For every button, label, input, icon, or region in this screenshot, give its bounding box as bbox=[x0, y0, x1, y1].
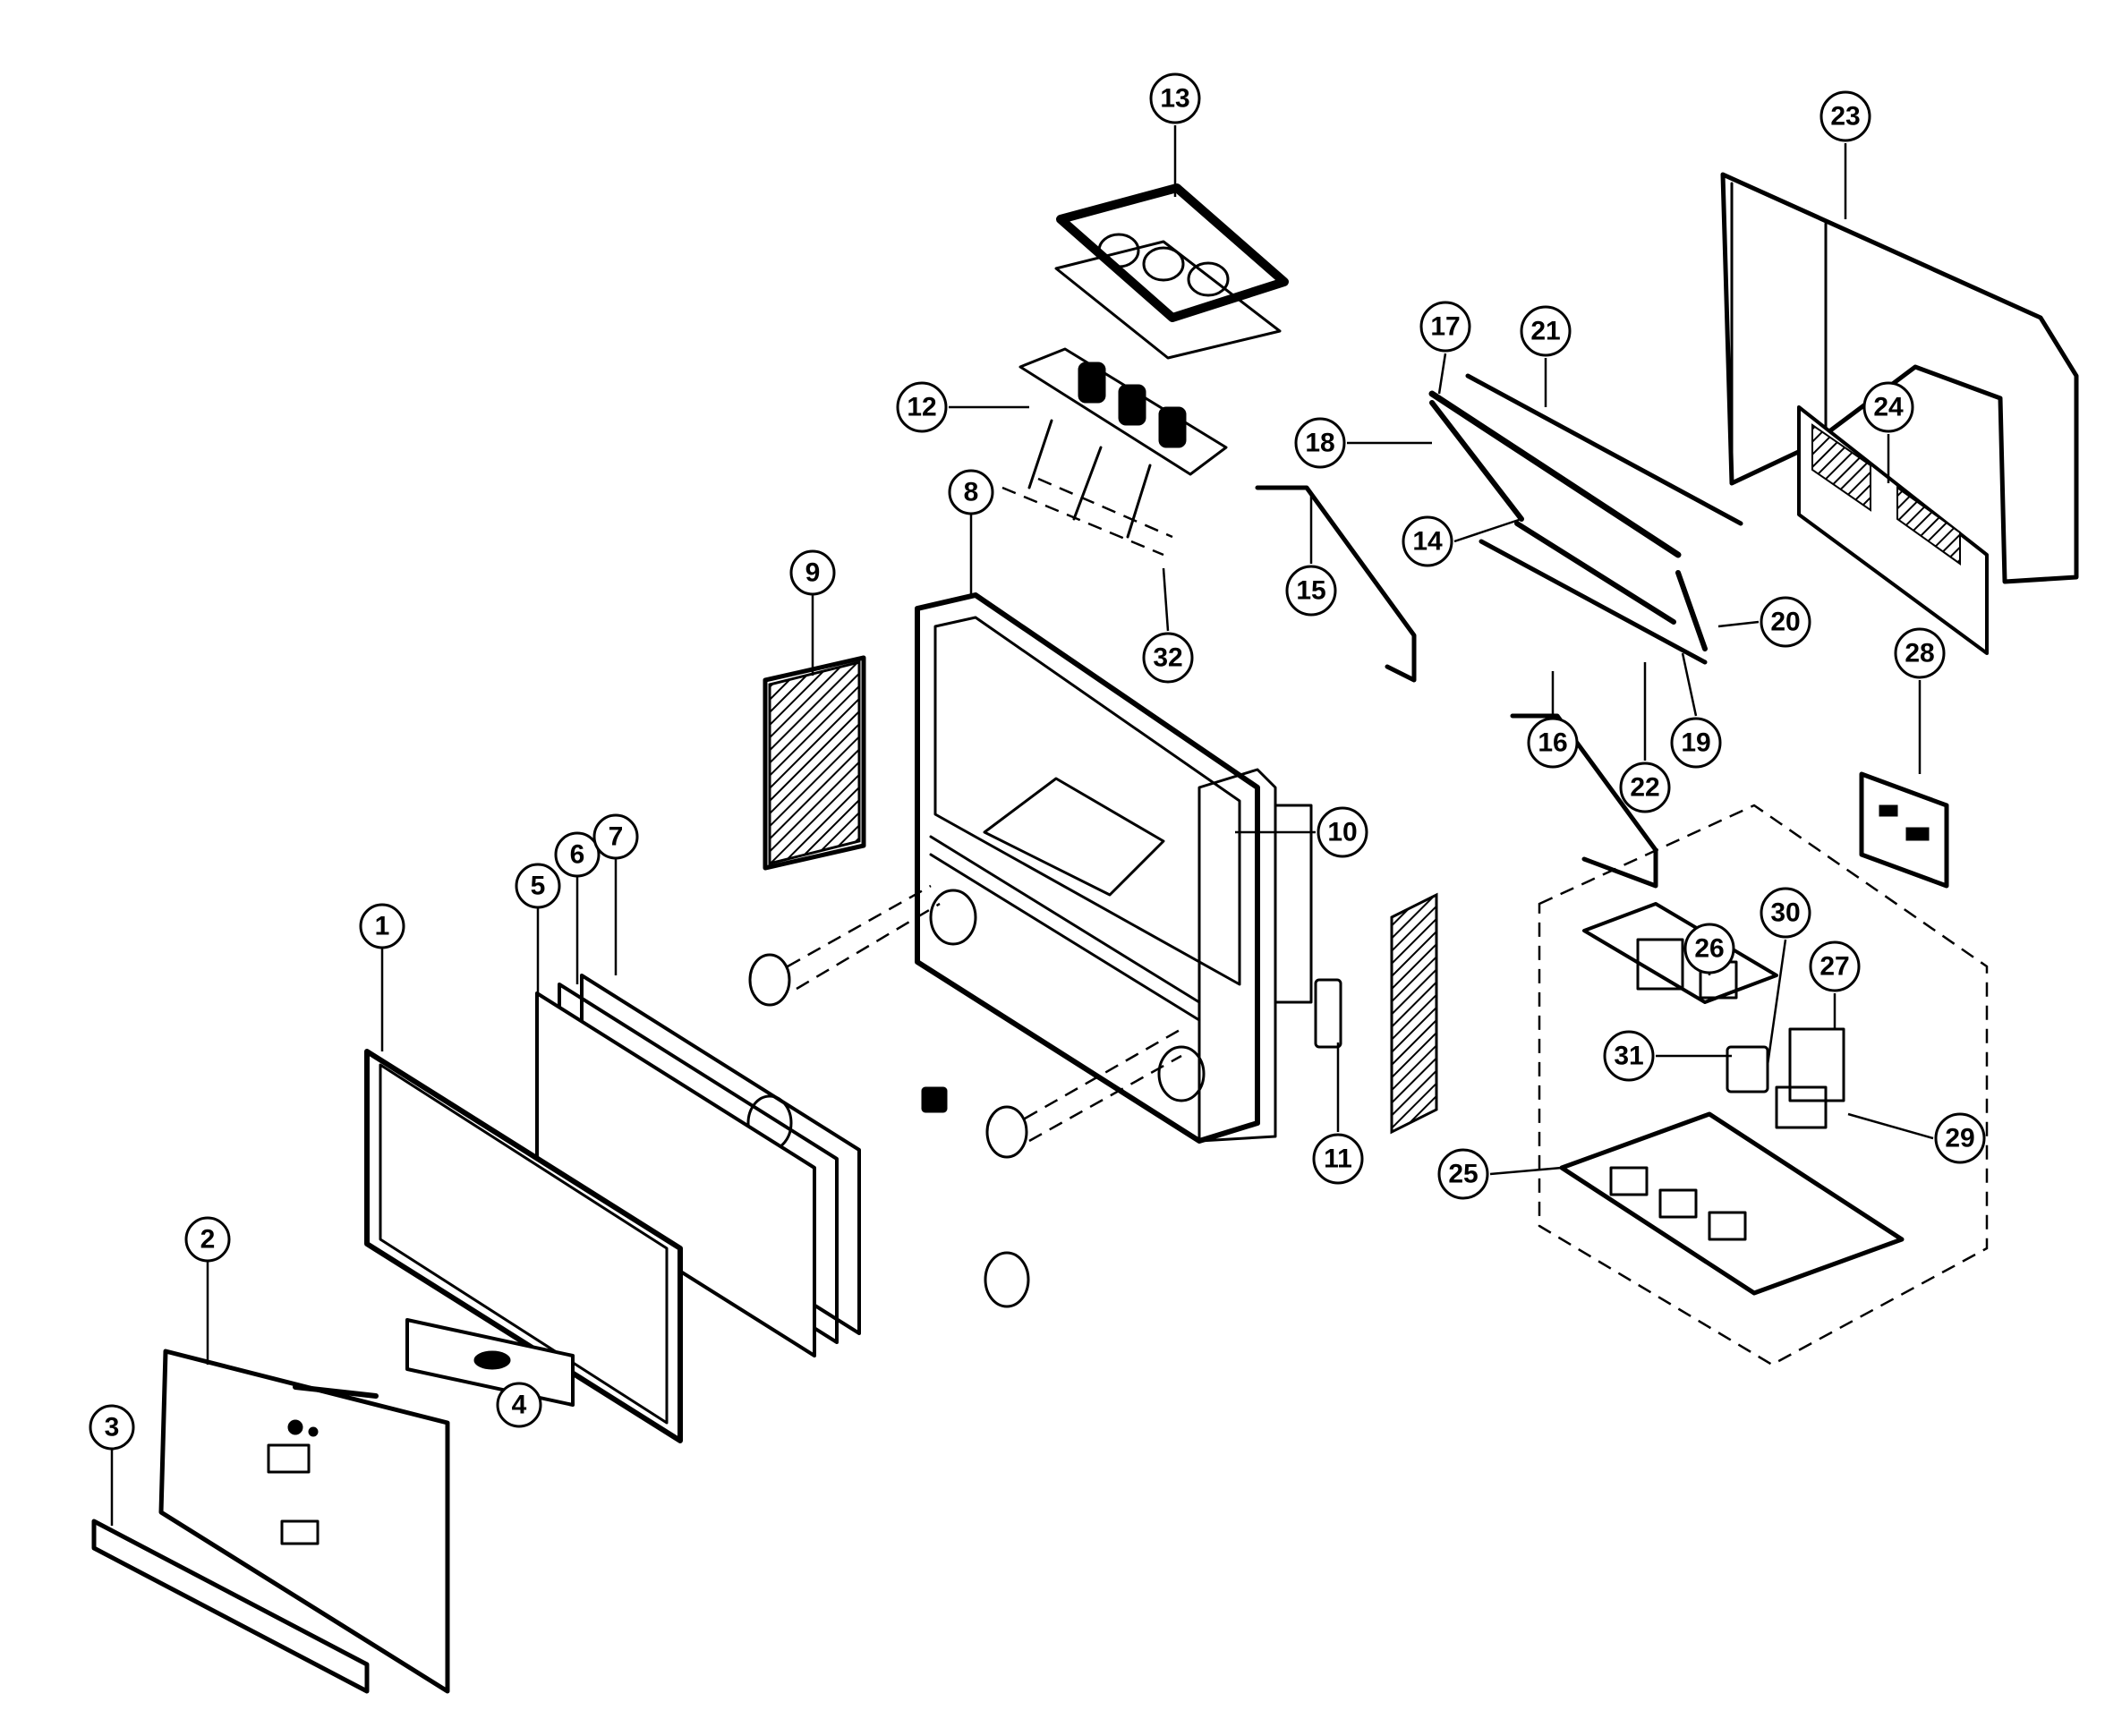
part-01-front-frame bbox=[364, 1049, 683, 1443]
mirror-frame-assembly bbox=[1428, 373, 1743, 665]
part-08-cabinet bbox=[915, 592, 1313, 1144]
svg-text:3: 3 bbox=[105, 1413, 120, 1442]
svg-text:27: 27 bbox=[1819, 952, 1849, 982]
callout-24: 24 bbox=[1862, 381, 1914, 433]
callout-15: 15 bbox=[1285, 565, 1337, 617]
svg-text:30: 30 bbox=[1770, 898, 1800, 928]
part-28-module bbox=[1859, 771, 1949, 889]
svg-text:5: 5 bbox=[531, 872, 546, 901]
svg-text:15: 15 bbox=[1296, 576, 1325, 606]
svg-text:18: 18 bbox=[1305, 429, 1334, 458]
part-05-screen bbox=[535, 991, 816, 1357]
svg-text:24: 24 bbox=[1873, 393, 1904, 422]
callout-21: 21 bbox=[1520, 305, 1572, 357]
callout-28: 28 bbox=[1894, 627, 1946, 679]
callout-31: 31 bbox=[1603, 1030, 1655, 1082]
callout-7: 7 bbox=[592, 813, 639, 860]
svg-text:19: 19 bbox=[1681, 728, 1710, 758]
svg-text:7: 7 bbox=[609, 822, 624, 852]
svg-text:26: 26 bbox=[1694, 934, 1724, 964]
callout-22: 22 bbox=[1619, 762, 1671, 813]
svg-text:9: 9 bbox=[805, 558, 821, 588]
svg-text:4: 4 bbox=[512, 1391, 527, 1420]
callout-6: 6 bbox=[554, 831, 601, 878]
svg-text:12: 12 bbox=[907, 393, 936, 422]
part-04-control-strip bbox=[405, 1318, 575, 1407]
callout-25: 25 bbox=[1437, 1148, 1489, 1200]
callout-11: 11 bbox=[1312, 1133, 1364, 1185]
svg-text:29: 29 bbox=[1945, 1124, 1974, 1153]
callout-8: 8 bbox=[948, 469, 994, 515]
callout-10: 10 bbox=[1317, 806, 1368, 858]
callout-3: 3 bbox=[89, 1404, 135, 1451]
svg-text:16: 16 bbox=[1538, 728, 1567, 758]
callout-27: 27 bbox=[1809, 940, 1861, 992]
callout-18: 18 bbox=[1294, 417, 1346, 469]
callout-2: 2 bbox=[184, 1216, 231, 1263]
callout-1: 1 bbox=[359, 903, 405, 949]
callout-19: 19 bbox=[1670, 717, 1722, 769]
svg-text:28: 28 bbox=[1905, 639, 1934, 668]
callout-13: 13 bbox=[1149, 72, 1201, 124]
leader-lines bbox=[110, 125, 1934, 1526]
svg-text:8: 8 bbox=[964, 478, 979, 507]
part-23-rear-cabinet bbox=[1720, 172, 2079, 584]
part-24-rear-panel bbox=[1797, 405, 1989, 655]
part-09-left-grille bbox=[763, 655, 866, 871]
part-15-bracket bbox=[1255, 485, 1417, 683]
svg-text:10: 10 bbox=[1327, 818, 1357, 847]
svg-text:32: 32 bbox=[1153, 643, 1182, 673]
part-11-bracket bbox=[1314, 978, 1342, 1049]
callout-14: 14 bbox=[1402, 515, 1453, 567]
svg-text:23: 23 bbox=[1830, 102, 1860, 132]
callout-12: 12 bbox=[896, 381, 948, 433]
svg-text:1: 1 bbox=[375, 912, 390, 941]
part-12-optical-block bbox=[1001, 347, 1228, 557]
svg-text:2: 2 bbox=[200, 1225, 216, 1255]
callout-17: 17 bbox=[1419, 301, 1471, 353]
callout-20: 20 bbox=[1760, 596, 1811, 648]
callout-26: 26 bbox=[1683, 923, 1735, 974]
svg-text:20: 20 bbox=[1770, 608, 1800, 637]
callout-9: 9 bbox=[789, 549, 836, 596]
part-03-bottom-trim bbox=[91, 1519, 370, 1694]
part-02-lower-front-panel bbox=[158, 1349, 450, 1694]
part-right-grille bbox=[1390, 892, 1438, 1135]
chassis-assembly-group bbox=[1538, 804, 1989, 1366]
svg-text:31: 31 bbox=[1614, 1042, 1643, 1071]
svg-text:6: 6 bbox=[570, 840, 585, 870]
callout-5: 5 bbox=[515, 863, 561, 909]
svg-text:21: 21 bbox=[1530, 317, 1560, 346]
part-13-top-cover bbox=[1054, 183, 1289, 360]
callout-32: 32 bbox=[1142, 632, 1194, 684]
svg-text:22: 22 bbox=[1630, 773, 1659, 803]
svg-text:11: 11 bbox=[1324, 1145, 1352, 1174]
svg-text:25: 25 bbox=[1448, 1160, 1478, 1189]
svg-text:17: 17 bbox=[1430, 312, 1460, 342]
callout-4: 4 bbox=[496, 1382, 542, 1428]
callout-16: 16 bbox=[1527, 717, 1579, 769]
callout-23: 23 bbox=[1819, 90, 1871, 142]
callout-30: 30 bbox=[1760, 887, 1811, 939]
svg-text:14: 14 bbox=[1412, 527, 1443, 557]
callout-29: 29 bbox=[1934, 1112, 1986, 1164]
svg-text:13: 13 bbox=[1160, 84, 1189, 114]
